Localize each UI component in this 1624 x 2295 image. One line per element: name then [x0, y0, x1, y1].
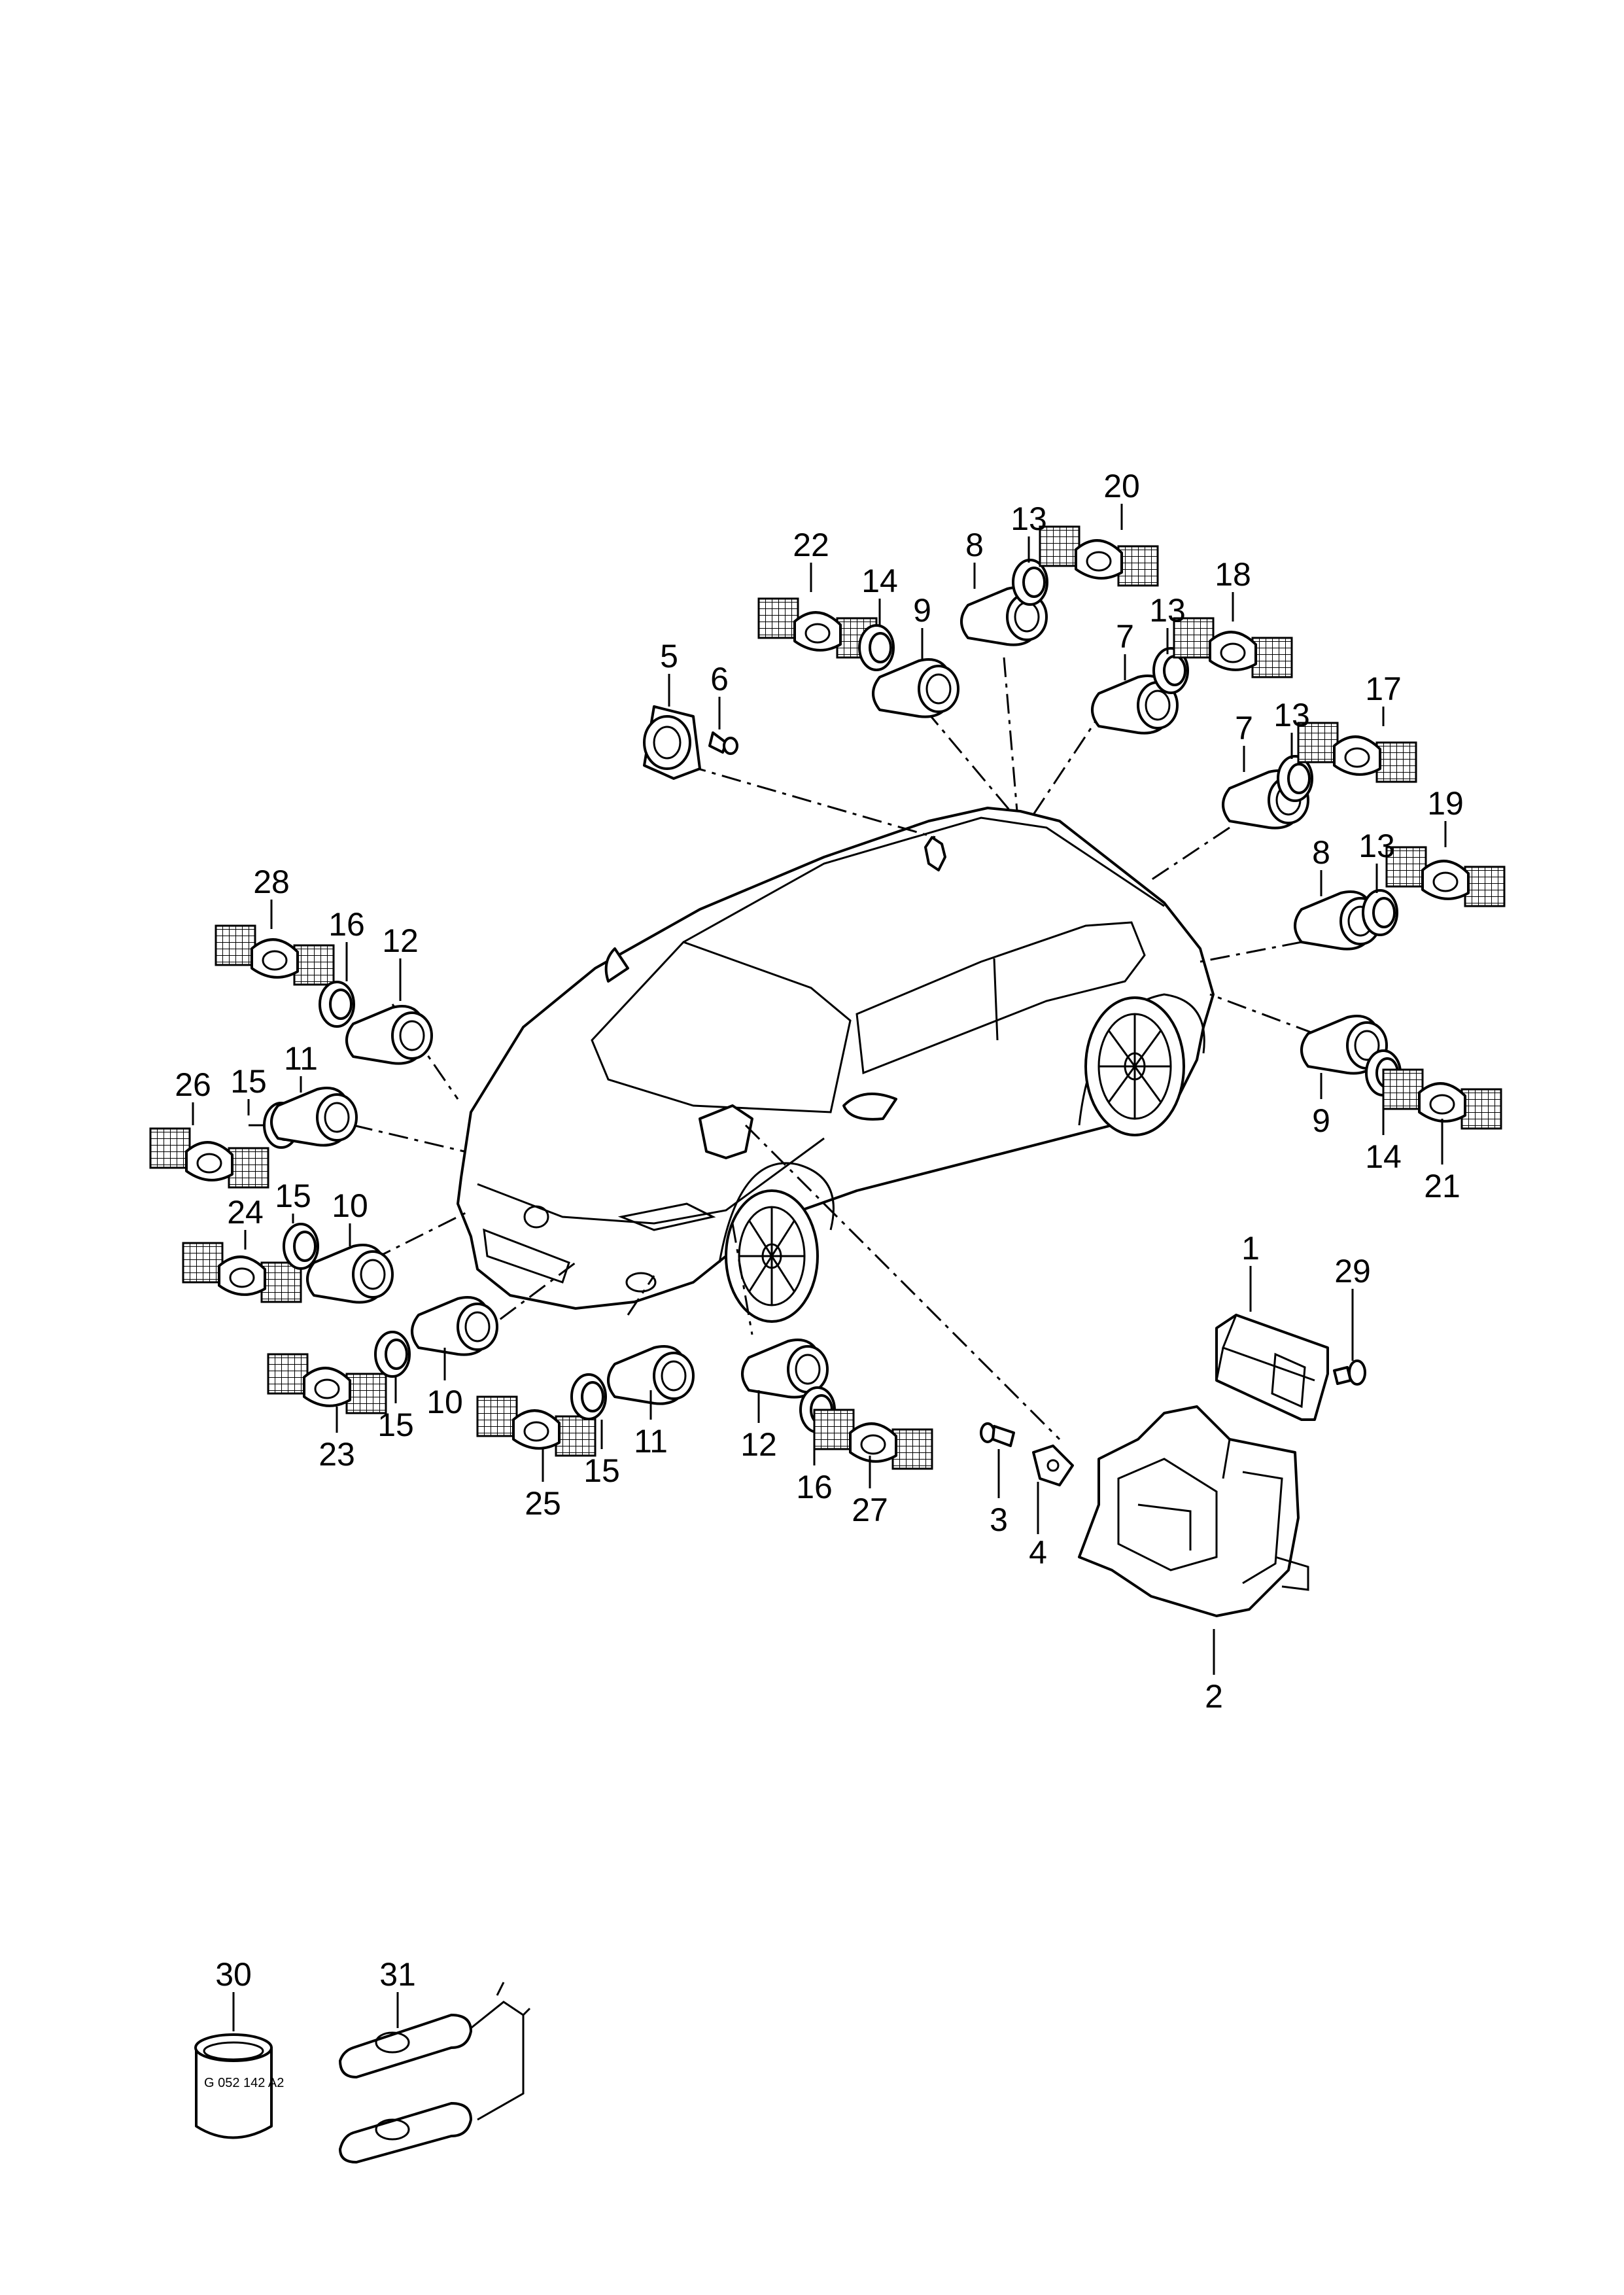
- label-26: 26: [175, 1066, 211, 1103]
- label-13-b: 13: [1149, 592, 1186, 629]
- label-11-bottom: 11: [634, 1423, 668, 1460]
- label-15-b: 15: [275, 1178, 311, 1214]
- label-8-right: 8: [1312, 834, 1330, 871]
- part-30-adhesive-ring: G 052 142 A2: [194, 2033, 284, 2139]
- label-5: 5: [660, 638, 678, 674]
- label-11-left: 11: [284, 1040, 318, 1077]
- part-4-clip: [1032, 1445, 1074, 1486]
- part-2-bracket: [1078, 1405, 1309, 1617]
- part-31-tool: [339, 1982, 531, 2164]
- label-21: 21: [1424, 1168, 1460, 1204]
- label-7-top: 7: [1116, 618, 1134, 655]
- label-9-top: 9: [913, 592, 931, 629]
- part-1-control-unit: [1215, 1314, 1329, 1421]
- label-14-right: 14: [1365, 1138, 1402, 1175]
- label-13-a: 13: [1011, 500, 1047, 537]
- label-23: 23: [319, 1436, 355, 1473]
- label-16-bottom: 16: [796, 1469, 833, 1505]
- callout-labels: 1 2 3 4 5 6 7 7 8 8 9 9 10 10 11 11 12 1…: [175, 468, 1464, 1993]
- label-13-d: 13: [1358, 828, 1395, 864]
- label-7-right: 7: [1235, 710, 1253, 746]
- label-22: 22: [793, 527, 829, 563]
- label-19: 19: [1427, 785, 1464, 822]
- label-1: 1: [1241, 1230, 1260, 1267]
- label-2: 2: [1205, 1678, 1223, 1715]
- label-30: 30: [215, 1956, 252, 1993]
- label-18: 18: [1215, 556, 1251, 593]
- label-31: 31: [379, 1956, 416, 1993]
- part-29-screw: [1333, 1359, 1366, 1386]
- label-15-a: 15: [230, 1063, 267, 1100]
- label-10-left: 10: [332, 1187, 368, 1224]
- leader-lines: [353, 657, 1315, 1441]
- label-27: 27: [852, 1492, 888, 1528]
- label-6: 6: [710, 661, 729, 697]
- part-6-screw: [708, 731, 738, 755]
- label-12-bottom: 12: [740, 1426, 777, 1463]
- part-3-screw: [980, 1422, 1015, 1447]
- label-9-right: 9: [1312, 1102, 1330, 1139]
- label-3: 3: [990, 1501, 1008, 1538]
- label-17: 17: [1365, 671, 1402, 707]
- label-25: 25: [525, 1485, 561, 1522]
- label-10-bottom: 10: [426, 1384, 463, 1420]
- label-14-top: 14: [861, 563, 898, 599]
- label-15-d: 15: [583, 1452, 620, 1489]
- label-28: 28: [253, 864, 290, 900]
- label-24: 24: [227, 1194, 264, 1231]
- part-30-marking: G 052 142 A2: [204, 2076, 284, 2090]
- label-8-top: 8: [965, 527, 984, 563]
- label-20: 20: [1103, 468, 1140, 504]
- vehicle-outline: [457, 807, 1215, 1323]
- label-12-left: 12: [382, 922, 419, 959]
- part-5-horn: [643, 705, 701, 780]
- label-29: 29: [1334, 1253, 1371, 1289]
- label-16-left: 16: [328, 906, 365, 943]
- label-15-c: 15: [377, 1407, 414, 1443]
- label-13-c: 13: [1273, 697, 1310, 733]
- label-4: 4: [1029, 1534, 1047, 1571]
